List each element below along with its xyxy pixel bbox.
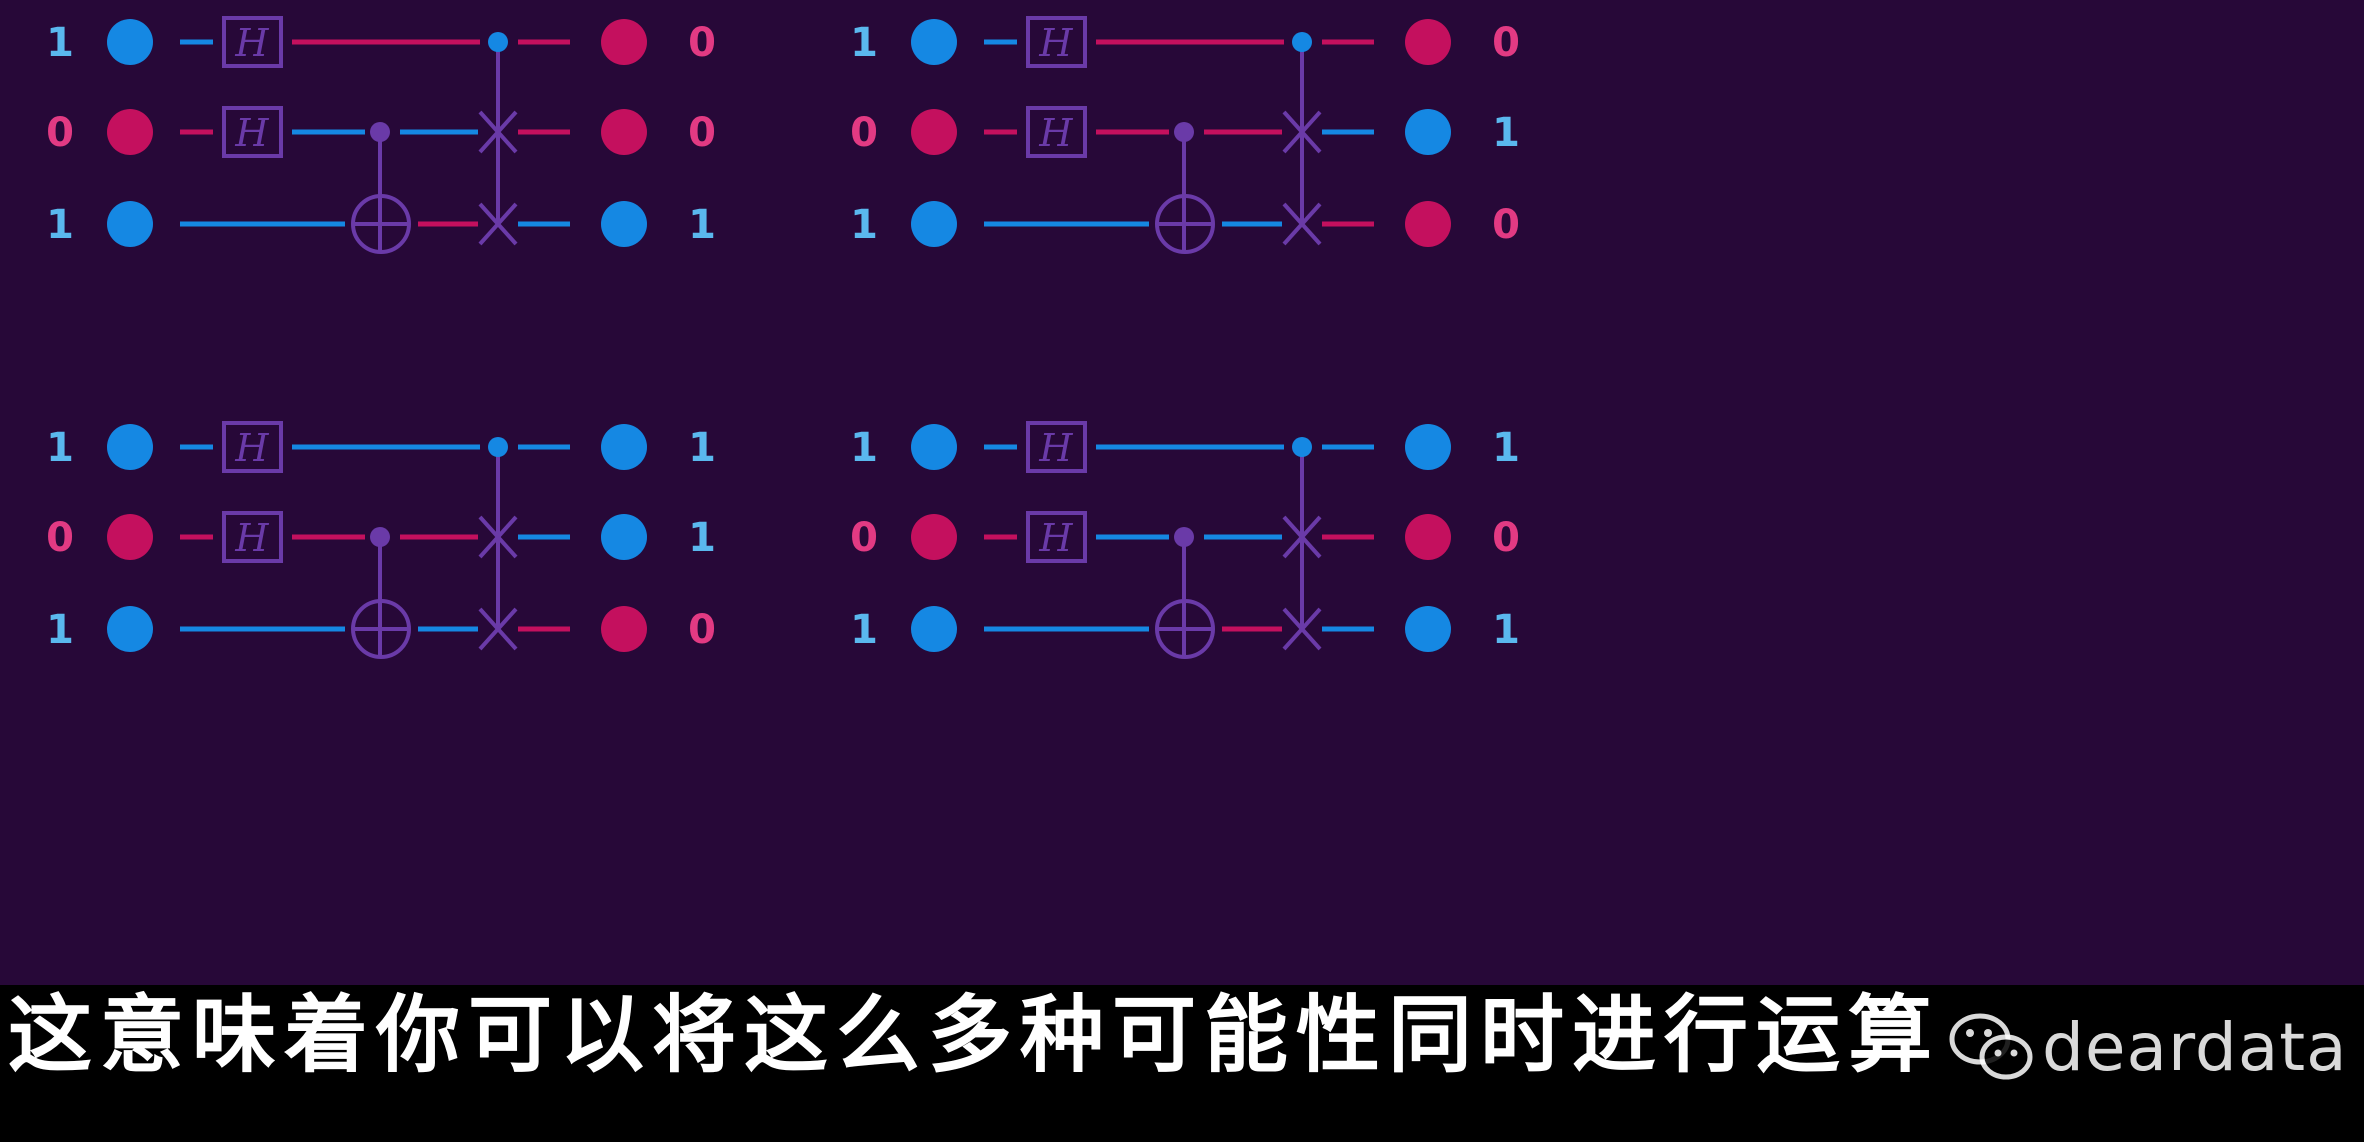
output-qubit — [601, 606, 647, 652]
h-gate-label: H — [1038, 21, 1073, 65]
input-label: 1 — [850, 202, 878, 248]
swap-x — [1282, 607, 1322, 651]
output-qubit — [601, 514, 647, 560]
h-gate-box — [1026, 511, 1087, 563]
subtitle-text: 这意味着你可以将这么多种可能性同时进行运算 — [6, 984, 1941, 1086]
input-label: 1 — [46, 202, 74, 248]
output-label: 1 — [688, 425, 716, 471]
watermark-text: deardata — [2042, 1008, 2348, 1086]
cswap-control — [488, 32, 508, 52]
output-label: 0 — [1492, 20, 1520, 66]
swap-x — [478, 607, 518, 651]
output-qubit — [1405, 201, 1451, 247]
input-label: 1 — [850, 607, 878, 653]
swap-x — [478, 202, 518, 246]
h-gate-box — [222, 421, 283, 473]
input-qubit — [107, 606, 153, 652]
input-label: 1 — [46, 20, 74, 66]
output-label: 0 — [688, 20, 716, 66]
input-label: 1 — [46, 425, 74, 471]
output-qubit — [1405, 606, 1451, 652]
output-label: 1 — [688, 202, 716, 248]
input-qubit — [107, 201, 153, 247]
h-gate-label: H — [234, 426, 269, 470]
h-gate-box — [222, 511, 283, 563]
input-qubit — [911, 606, 957, 652]
subtitle-bar: 这意味着你可以将这么多种可能性同时进行运算 — [0, 984, 2364, 1142]
output-label: 1 — [1492, 425, 1520, 471]
swap-x — [1282, 110, 1322, 154]
cnot-control — [370, 527, 390, 547]
output-label: 0 — [688, 607, 716, 653]
input-label: 0 — [46, 515, 74, 561]
cswap-control — [1292, 32, 1312, 52]
h-gate-box — [1026, 16, 1087, 68]
output-qubit — [601, 201, 647, 247]
h-gate-box — [1026, 106, 1087, 158]
input-label: 0 — [46, 110, 74, 156]
h-gate-label: H — [234, 21, 269, 65]
input-qubit — [107, 19, 153, 65]
cswap-control — [488, 437, 508, 457]
h-gate-label: H — [234, 516, 269, 560]
h-gate-label: H — [1038, 111, 1073, 155]
input-label: 1 — [850, 425, 878, 471]
cswap-control — [1292, 437, 1312, 457]
input-qubit — [107, 424, 153, 470]
cnot-control — [1174, 122, 1194, 142]
input-label: 0 — [850, 515, 878, 561]
input-label: 1 — [46, 607, 74, 653]
output-qubit — [1405, 109, 1451, 155]
input-qubit — [911, 201, 957, 247]
wechat-icon — [1949, 1013, 2033, 1080]
output-qubit — [601, 19, 647, 65]
input-qubit — [107, 109, 153, 155]
output-label: 0 — [688, 110, 716, 156]
swap-x — [1282, 202, 1322, 246]
output-qubit — [1405, 424, 1451, 470]
input-qubit — [911, 109, 957, 155]
input-qubit — [911, 514, 957, 560]
output-label: 0 — [1492, 515, 1520, 561]
input-qubit — [911, 19, 957, 65]
h-gate-label: H — [1038, 516, 1073, 560]
h-gate-label: H — [234, 111, 269, 155]
input-label: 0 — [850, 110, 878, 156]
cnot-control — [370, 122, 390, 142]
swap-x — [478, 110, 518, 154]
output-label: 1 — [1492, 110, 1520, 156]
h-gate-label: H — [1038, 426, 1073, 470]
output-label: 1 — [1492, 607, 1520, 653]
output-qubit — [1405, 514, 1451, 560]
input-qubit — [107, 514, 153, 560]
h-gate-box — [1026, 421, 1087, 473]
h-gate-box — [222, 106, 283, 158]
output-qubit — [1405, 19, 1451, 65]
output-label: 1 — [688, 515, 716, 561]
cnot-control — [1174, 527, 1194, 547]
watermark: deardata — [1948, 1009, 2348, 1086]
output-qubit — [601, 109, 647, 155]
output-qubit — [601, 424, 647, 470]
h-gate-box — [222, 16, 283, 68]
swap-x — [1282, 515, 1322, 559]
swap-x — [478, 515, 518, 559]
input-qubit — [911, 424, 957, 470]
output-label: 0 — [1492, 202, 1520, 248]
input-label: 1 — [850, 20, 878, 66]
